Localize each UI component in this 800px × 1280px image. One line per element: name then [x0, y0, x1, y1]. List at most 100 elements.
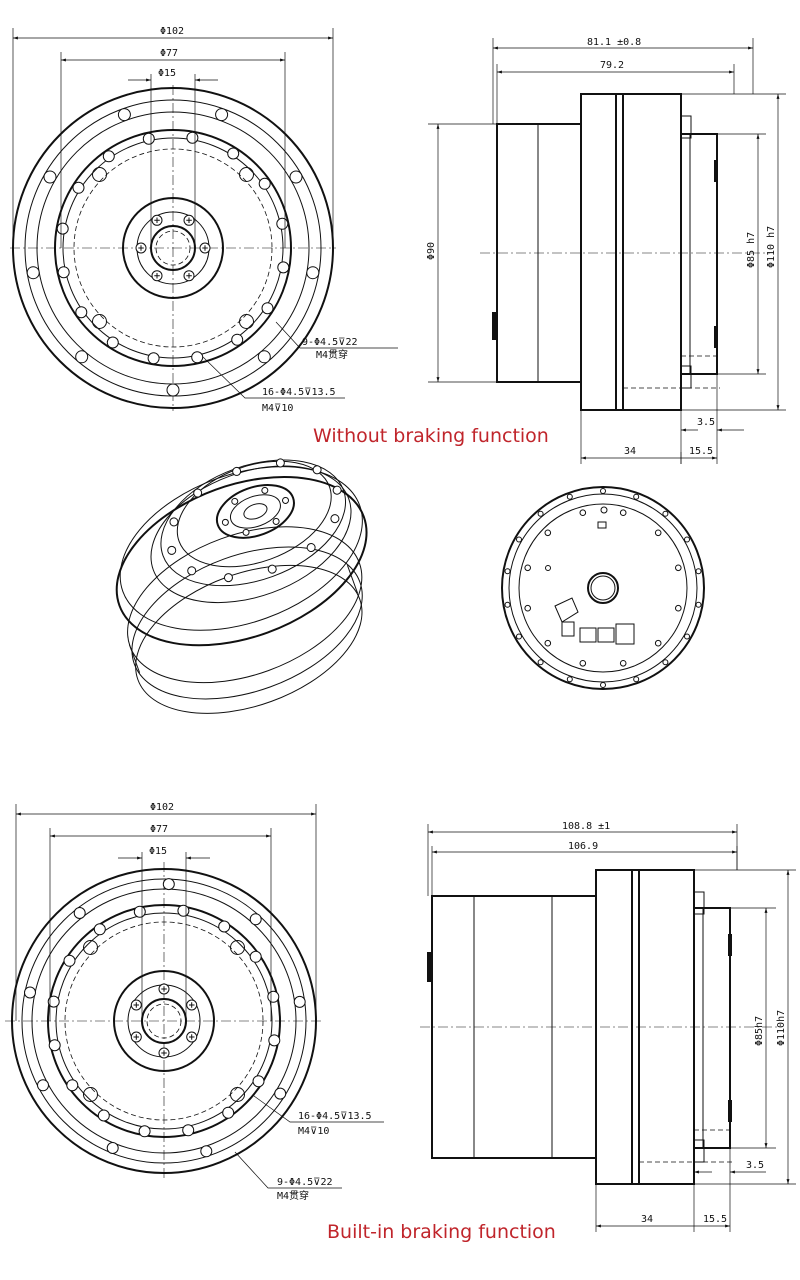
outer-mounting-hole [293, 995, 306, 1008]
washer-ring [92, 314, 107, 329]
inner-bolt-hole [186, 131, 199, 144]
inner-bolt-hole [57, 266, 70, 279]
inner-bolt-hole [277, 261, 290, 274]
bottom-side-len-body: 106.9 [568, 841, 598, 852]
bottom-front-dia-102: Φ102 [150, 802, 174, 813]
bottom-front-dia-15: Φ15 [149, 846, 167, 857]
inner-bolt-hole [133, 905, 146, 918]
bolt-cross-mark [133, 1002, 139, 1008]
side-view-bottom: 108.8 ±1 106.9 Φ85h7 Φ110h7 3.5 34 15.5 [420, 821, 796, 1232]
inner-bolt-hole [97, 1109, 110, 1122]
outer-mounting-hole [200, 1145, 213, 1158]
bolt-cross-mark [161, 986, 167, 992]
front-view-top: Φ102 Φ77 Φ15 9-Φ4.5⊽22 M4贯穿 16-Φ4.5⊽13.5… [10, 26, 398, 414]
caption-with-brake: Built-in braking function [327, 1221, 556, 1243]
rear-inner-hole [524, 564, 532, 572]
inner-bolt-hole [72, 181, 85, 194]
bottom-side-dia-85: Φ85h7 [754, 1016, 765, 1046]
washer-ring [230, 940, 245, 955]
rear-inner-hole [544, 639, 552, 647]
washer-ring [92, 167, 107, 182]
inner-bolt-hole [56, 222, 69, 235]
iso-bolt-hole [332, 485, 342, 495]
bolt-cross-mark [154, 273, 160, 279]
rear-flange-hole [600, 682, 606, 688]
outer-mounting-hole [289, 170, 303, 184]
front-view-bottom: Φ102 Φ77 Φ15 16-Φ4.5⊽13.5 M4⊽10 9-Φ4.5⊽2… [5, 802, 384, 1202]
inner-bolt-hole [231, 333, 244, 346]
washer-ring [239, 167, 254, 182]
outer-mounting-hole [75, 350, 89, 364]
rear-flange-hole [684, 536, 690, 543]
iso-bolt-hole [312, 465, 322, 475]
rear-flange-hole [662, 510, 669, 517]
outer-mounting-hole [37, 1079, 49, 1092]
iso-bolt-hole [275, 458, 285, 468]
outer-mounting-hole [166, 383, 180, 397]
rear-flange-hole [504, 568, 511, 575]
iso-hub-bolt [272, 517, 280, 525]
inner-bolt-hole [182, 1124, 195, 1137]
iso-bolt-hole [187, 566, 197, 576]
inner-bolt-hole [249, 950, 262, 963]
outer-mounting-hole [43, 170, 57, 184]
rear-flange-hole [516, 536, 522, 543]
iso-hub-bolt [261, 486, 269, 494]
rear-flange-hole [566, 676, 573, 683]
top-front-callout-9holes: 9-Φ4.5⊽22 [302, 337, 357, 348]
inner-bolt-hole [75, 306, 88, 319]
inner-bolt-hole [267, 990, 280, 1003]
top-side-dia-85: Φ85 h7 [746, 232, 757, 268]
side-view-top: 81.1 ±0.8 79.2 Φ90 Φ85 h7 Φ110 h7 3.5 34… [426, 37, 786, 464]
top-front-callout-9holes-thread: M4贯穿 [316, 348, 348, 361]
top-side-len-15-5: 15.5 [689, 446, 713, 457]
washer-ring [83, 1087, 98, 1102]
iso-bolt-hole [232, 466, 242, 476]
inner-bolt-hole [252, 1075, 265, 1088]
inner-bolt-hole [147, 352, 160, 365]
rear-flange-hole [516, 633, 522, 640]
washer-ring [230, 1087, 245, 1102]
rear-flange-hole [695, 568, 702, 575]
rear-flange-hole [633, 676, 640, 683]
top-front-dia-77: Φ77 [160, 48, 178, 59]
inner-bolt-hole [268, 1034, 281, 1047]
top-side-dia-90: Φ90 [426, 242, 437, 260]
rear-flange-hole [684, 633, 690, 640]
rear-inner-hole [579, 660, 587, 667]
bottom-side-len-total: 108.8 ±1 [562, 821, 610, 832]
top-side-len-body: 79.2 [600, 60, 624, 71]
inner-bolt-hole [261, 302, 274, 315]
outer-mounting-hole [117, 108, 131, 122]
inner-bolt-hole [177, 904, 190, 917]
top-side-len-total: 81.1 ±0.8 [587, 37, 641, 48]
top-side-len-34: 34 [624, 446, 636, 457]
bolt-cross-mark [186, 273, 192, 279]
caption-without-brake: Without braking function [313, 425, 549, 447]
inner-bolt-hole [106, 336, 119, 349]
outer-mounting-hole [73, 907, 86, 919]
rear-inner-hole [619, 509, 627, 517]
inner-bolt-hole [276, 217, 289, 230]
inner-bolt-hole [138, 1125, 151, 1138]
iso-hub-bolt [242, 528, 250, 536]
rear-inner-hole [579, 509, 587, 517]
outer-mounting-hole [274, 1087, 287, 1100]
top-side-dia-110: Φ110 h7 [766, 226, 777, 268]
bolt-cross-mark [189, 1034, 195, 1040]
iso-hub-bolt [282, 496, 290, 504]
bottom-front-callout-16holes: 16-Φ4.5⊽13.5 [298, 1111, 372, 1122]
inner-bolt-hole [63, 954, 76, 967]
rear-inner-hole [544, 529, 552, 537]
rear-flange-hole [695, 601, 702, 608]
inner-bolt-hole [48, 1039, 61, 1052]
bottom-side-len-15-5: 15.5 [703, 1214, 727, 1225]
rear-flange-hole [662, 659, 669, 666]
top-front-callout-16holes: 16-Φ4.5⊽13.5 [262, 387, 336, 398]
bolt-cross-mark [161, 1050, 167, 1056]
washer-ring [83, 940, 98, 955]
rear-flange-hole [537, 510, 544, 517]
bottom-side-step: 3.5 [746, 1160, 764, 1171]
washer-ring [239, 314, 254, 329]
